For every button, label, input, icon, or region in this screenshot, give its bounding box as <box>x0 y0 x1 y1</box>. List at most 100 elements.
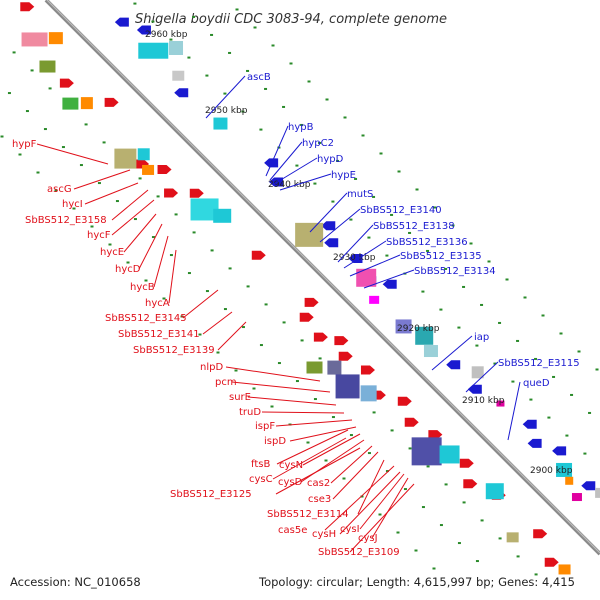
track-dot <box>126 261 130 264</box>
leader-line <box>217 321 247 351</box>
reverse-gene-arrow <box>552 446 567 456</box>
leader-line <box>339 471 401 535</box>
gene-block <box>190 198 219 221</box>
leader-line <box>153 235 169 288</box>
reverse-gene-arrow <box>321 221 336 231</box>
leader-line <box>349 254 401 277</box>
tick-2950: 2950 kbp <box>205 106 248 116</box>
reverse-gene-arrow <box>136 25 151 35</box>
forward-gene-arrow <box>463 479 478 489</box>
track-dot <box>451 224 455 227</box>
gene-label-cysN: cysN <box>279 460 303 471</box>
track-dot <box>444 267 448 270</box>
leader-line <box>276 429 349 465</box>
gene-block <box>556 462 573 477</box>
reverse-gene-arrow <box>174 88 189 98</box>
leader-line <box>84 182 139 205</box>
gene-label-ispF: ispF <box>255 421 275 432</box>
track-dot <box>192 231 196 234</box>
track-dot <box>7 92 11 95</box>
forward-gene-arrow <box>338 351 353 361</box>
gene-label-hypB: hypB <box>288 122 314 133</box>
track-dot <box>108 243 112 246</box>
gene-label-hypF: hypF <box>12 139 37 150</box>
track-dot <box>498 537 502 540</box>
gene-label-cysI: cysI <box>340 524 360 535</box>
gene-block <box>485 483 504 500</box>
leader-line <box>225 366 321 382</box>
track-dot <box>444 483 448 486</box>
gene-label-SbBS512_E3115: SbBS512_E3115 <box>498 358 580 369</box>
track-dot <box>378 513 382 516</box>
leader-line <box>363 269 415 289</box>
leader-line <box>182 289 219 319</box>
forward-gene-arrow <box>304 297 319 307</box>
track-dot <box>462 501 466 504</box>
track-dot <box>259 128 263 131</box>
label-leaders <box>36 75 521 553</box>
track-dot <box>241 326 245 329</box>
leader-line <box>247 396 337 406</box>
tick-2940: 2940 kbp <box>268 180 311 190</box>
track-dot <box>426 465 430 468</box>
gene-label-cysH: cysH <box>312 529 336 540</box>
forward-gene-arrow <box>313 332 328 342</box>
track-dot <box>414 549 418 552</box>
leader-line <box>202 311 233 335</box>
track-dot <box>462 285 466 288</box>
leader-line <box>205 75 246 119</box>
track-dot <box>516 339 520 342</box>
track-dot <box>90 225 94 228</box>
leader-line <box>319 208 361 243</box>
track-dot <box>270 405 274 408</box>
map-title: Shigella boydii CDC 3083-94, complete ge… <box>135 12 447 27</box>
gene-label-truD: truD <box>239 407 261 418</box>
gene-block <box>369 295 380 304</box>
leader-line <box>330 445 373 484</box>
track-dot <box>432 567 436 570</box>
leader-line <box>138 223 163 270</box>
gene-block <box>471 366 484 379</box>
track-dot <box>408 447 412 450</box>
track-dot <box>324 459 328 462</box>
reverse-gene-arrow <box>269 177 284 187</box>
track-dot <box>408 231 412 234</box>
track-dot <box>529 398 533 401</box>
gene-label-ascG: ascG <box>47 184 72 195</box>
track-dot <box>61 146 65 149</box>
leader-line <box>349 483 415 553</box>
gene-label-cas5e: cas5e <box>278 525 307 536</box>
gene-block <box>80 97 93 110</box>
track-dot <box>505 278 509 281</box>
gene-label-hycE: hycE <box>100 247 124 258</box>
leader-line <box>359 473 405 530</box>
leader-line <box>273 157 318 185</box>
forward-gene-arrow <box>59 78 74 88</box>
track-dot <box>372 195 376 198</box>
gene-label-hypD: hypD <box>317 154 344 165</box>
track-dot <box>259 344 263 347</box>
track-dot <box>403 488 407 491</box>
track-dot <box>133 218 137 221</box>
gene-label-SbBS512_E3109: SbBS512_E3109 <box>318 547 400 558</box>
scale-ticks: 2960 kbp 2950 kbp 2940 kbp 2930 kbp 2920… <box>145 30 573 476</box>
track-dot <box>264 303 268 306</box>
track-dot <box>577 350 581 353</box>
track-dot <box>43 128 47 131</box>
track-dot <box>162 297 166 300</box>
track-dot <box>18 153 22 156</box>
leader-line <box>343 240 387 269</box>
track-dot <box>595 368 599 371</box>
forward-gene-arrow <box>104 97 119 107</box>
gene-block <box>21 32 48 47</box>
gene-label-hypC2: hypC2 <box>302 138 334 149</box>
gene-block <box>356 268 377 287</box>
track-dot <box>151 20 155 23</box>
leader-line <box>111 199 155 236</box>
track-dot <box>180 315 184 318</box>
track-dot <box>25 110 29 113</box>
track-dot <box>228 51 232 54</box>
reverse-gene-arrow <box>522 419 537 429</box>
leader-line <box>275 447 361 495</box>
track-dot <box>487 260 491 263</box>
